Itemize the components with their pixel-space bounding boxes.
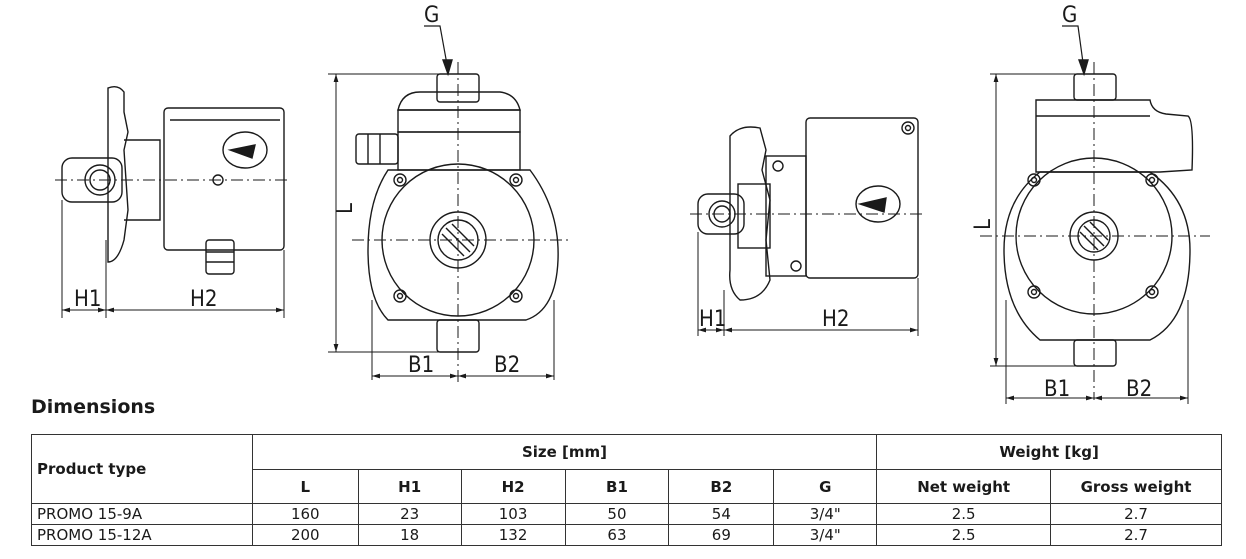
- view4-b2-label: B2: [1126, 377, 1152, 402]
- product-name-cell: PROMO 15-12A: [31, 524, 253, 546]
- table-cell: 132: [460, 524, 566, 546]
- table-cell: 2.5: [876, 524, 1052, 546]
- view1-h2-label: H2: [190, 287, 217, 312]
- table-cell: 200: [251, 524, 359, 546]
- view2-g-label: G: [424, 3, 439, 28]
- table-cell: 3/4": [773, 503, 878, 525]
- size-header: Size [mm]: [251, 434, 878, 470]
- table-row: PROMO 15-9A 160 23 103 50 54 3/4" 2.5 2.…: [31, 503, 1222, 525]
- side-view-drawing-1: [55, 85, 290, 318]
- table-cell: 103: [460, 503, 566, 525]
- front-view-drawing-2: [328, 25, 568, 382]
- table-cell: 69: [668, 524, 775, 546]
- table-cell: 160: [251, 503, 359, 525]
- front-view-drawing-4: [980, 25, 1210, 404]
- dimensions-table: Product type Size [mm] Weight [kg] L H1 …: [31, 434, 1222, 546]
- view2-b1-label: B1: [408, 353, 434, 378]
- view2-l-label: L: [333, 203, 358, 214]
- table-row: PROMO 15-12A 200 18 132 63 69 3/4" 2.5 2…: [31, 524, 1222, 546]
- table-cell: 50: [564, 503, 670, 525]
- column-header-h1: H1: [357, 469, 462, 504]
- view3-h2-label: H2: [822, 307, 849, 332]
- column-header-net-weight: Net weight: [876, 469, 1052, 504]
- column-header-g: G: [773, 469, 878, 504]
- view3-h1-label: H1: [699, 307, 726, 332]
- view4-b1-label: B1: [1044, 377, 1070, 402]
- view4-l-label: L: [971, 219, 996, 230]
- section-title: Dimensions: [31, 396, 156, 418]
- product-name-cell: PROMO 15-9A: [31, 503, 253, 525]
- column-header-b2: B2: [668, 469, 775, 504]
- view2-b2-label: B2: [494, 353, 520, 378]
- table-cell: 18: [357, 524, 462, 546]
- technical-drawings: H1 H2: [55, 3, 1210, 404]
- table-cell: 2.7: [1050, 524, 1222, 546]
- view4-g-label: G: [1062, 3, 1077, 28]
- table-cell: 2.5: [876, 503, 1052, 525]
- side-view-drawing-3: [690, 117, 924, 336]
- product-type-header: Product type: [31, 434, 253, 504]
- table-cell: 63: [564, 524, 670, 546]
- table-cell: 23: [357, 503, 462, 525]
- weight-header: Weight [kg]: [876, 434, 1222, 470]
- column-header-h2: H2: [460, 469, 566, 504]
- column-header-b1: B1: [564, 469, 670, 504]
- view1-h1-label: H1: [74, 287, 101, 312]
- table-cell: 2.7: [1050, 503, 1222, 525]
- table-cell: 54: [668, 503, 775, 525]
- table-cell: 3/4": [773, 524, 878, 546]
- column-header-l: L: [251, 469, 359, 504]
- column-header-gross-weight: Gross weight: [1050, 469, 1222, 504]
